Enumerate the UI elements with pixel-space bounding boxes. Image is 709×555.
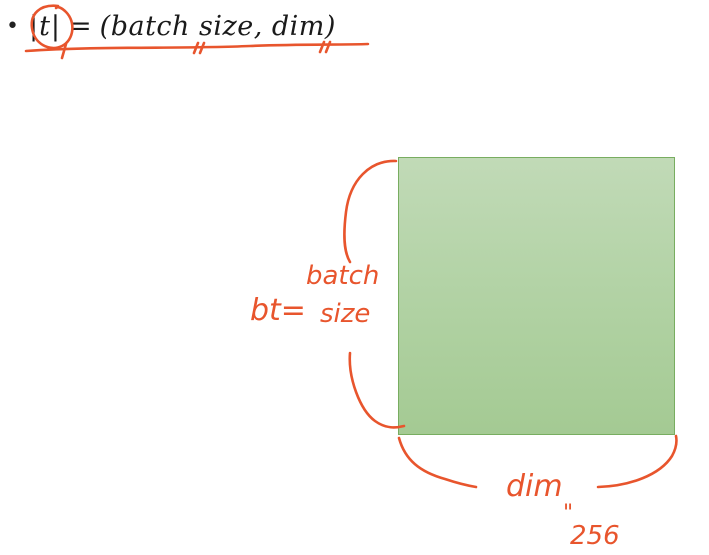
formula-equals: = <box>69 10 92 42</box>
left-label-size: size <box>320 299 370 329</box>
bottom-label-dim: dim <box>506 469 563 504</box>
bottom-ditto-mark: " <box>563 501 573 526</box>
left-brace-top <box>343 159 398 264</box>
formula-line: • |t| = (batch size, dim) <box>6 6 336 46</box>
bottom-brace-left <box>397 436 478 489</box>
bullet-point: • <box>6 13 19 39</box>
left-brace-bottom <box>348 351 406 429</box>
left-prefix-label: bt= <box>250 293 306 328</box>
left-label-batch: batch <box>306 261 379 291</box>
bottom-value-256: 256 <box>570 521 620 551</box>
bottom-brace-right <box>596 434 678 489</box>
formula-rhs: (batch size, dim) <box>99 10 336 42</box>
formula-lhs: |t| <box>28 10 62 42</box>
circle-tail-annotation <box>60 42 68 60</box>
tensor-rectangle <box>398 157 675 435</box>
